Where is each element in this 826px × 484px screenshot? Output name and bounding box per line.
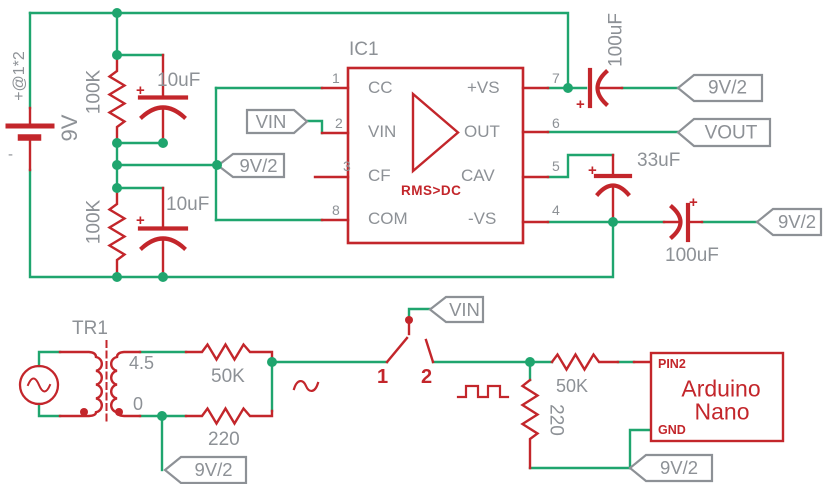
ic1-body: [313, 66, 550, 245]
ic-pin-name-cav: CAV: [461, 166, 495, 185]
transformer-tr1: [58, 340, 142, 426]
ic-pin-num-4: 4: [552, 202, 560, 218]
transformer-tap-bottom-label: 0: [133, 394, 144, 414]
c2-plus-sign: +: [136, 212, 145, 229]
flag-9v2-right: [755, 207, 823, 237]
resistor-100k-top: [107, 53, 127, 145]
flag-vin-ic-text: VIN: [255, 110, 287, 132]
battery-minus-sign: -: [8, 146, 13, 163]
capacitor-100uf-bottom: [662, 202, 704, 243]
resistor-50k-left: [184, 342, 274, 362]
c1-plus-sign: +: [136, 82, 145, 99]
ic-pin-num-3: 3: [343, 158, 351, 174]
arduino-pin2-label: PIN2: [658, 357, 686, 371]
r2-value-label: 100K: [83, 199, 105, 245]
c3-plus-sign: +: [576, 96, 585, 113]
c3-value-label: 100uF: [605, 13, 627, 67]
flag-9v2-midleft: [216, 152, 286, 179]
r4-value-label: 220: [208, 429, 240, 450]
transformer-tap-top-label: 4.5: [129, 353, 155, 373]
flag-9v2-bottomleft-text: 9V/2: [194, 458, 233, 480]
ic-pin-num-1: 1: [332, 70, 340, 86]
r1-value-label: 100K: [83, 69, 105, 115]
battery-name-label: +@1*2: [11, 51, 28, 101]
ic-pin-name-cf: CF: [368, 166, 391, 185]
ac-source-symbol: [18, 364, 60, 406]
flag-vout: [676, 117, 772, 148]
flag-vin-switch-text: VIN: [449, 298, 480, 320]
flag-vin-ic: [245, 108, 309, 135]
c1-value-label: 10uF: [157, 70, 201, 91]
capacitor-100uf-top: [587, 67, 624, 109]
resistor-220-right: [520, 378, 540, 470]
capacitor-33uf: [593, 153, 633, 224]
arduino-gnd-label: GND: [658, 423, 686, 437]
arduino-name-line2: Nano: [694, 398, 750, 425]
c2-value-label: 10uF: [166, 194, 210, 215]
flag-9v2-topright-text: 9V/2: [707, 77, 748, 99]
switch-pole-dot: [405, 316, 413, 324]
flag-9v2-topright: [676, 73, 764, 103]
ic-pin-num-2: 2: [335, 115, 343, 131]
c5-value-label: 100uF: [665, 245, 719, 266]
r6-value-label: 220: [545, 404, 567, 436]
ic-pin-num-8: 8: [332, 202, 340, 218]
c4-plus-sign: +: [588, 162, 597, 179]
c5-plus-sign: +: [689, 194, 698, 211]
flag-9v2-bottomright: [628, 453, 714, 483]
arduino-nano-box: [649, 351, 785, 443]
square-wave-icon: [456, 384, 510, 399]
flag-vin-switch: [428, 295, 485, 324]
transformer-ref-label: TR1: [72, 318, 108, 339]
junction-dots: [112, 8, 618, 421]
battery-symbol: [5, 106, 55, 172]
winding-dot: [80, 408, 88, 416]
r5-value-label: 50K: [556, 376, 589, 396]
battery-value-label: 9V: [57, 114, 82, 142]
flag-9v2-bottomright-text: 9V/2: [659, 456, 699, 478]
flag-9v2-midleft-text: 9V/2: [239, 154, 278, 176]
resistor-100k-bottom: [107, 186, 127, 279]
switch-pos2-label: 2: [421, 366, 433, 388]
ic-pin-name-vsp: +VS: [467, 78, 500, 97]
ic-function-label: RMS>DC: [401, 183, 462, 198]
flag-vout-text: VOUT: [704, 122, 758, 143]
ic-pin-num-6: 6: [552, 115, 560, 131]
net-wires: [28, 11, 759, 472]
selector-switch: [385, 316, 435, 364]
capacitor-10uf-bottom: [137, 186, 189, 279]
flag-9v2-right-text: 9V/2: [777, 210, 817, 232]
resistor-50k-right: [550, 352, 653, 372]
ic-pin-name-out: OUT: [464, 122, 500, 141]
ic-pin-name-vsn: -VS: [468, 209, 497, 228]
net-flags: [163, 73, 823, 484]
ic-pin-num-5: 5: [552, 158, 560, 174]
ic1-ref-label: IC1: [349, 39, 379, 60]
winding-dot: [115, 408, 123, 416]
ic-pin-num-7: 7: [552, 70, 560, 86]
capacitor-10uf-top: [137, 53, 189, 145]
ic-pin-name-com: COM: [368, 209, 408, 228]
ic-pin-name-vin: VIN: [368, 122, 397, 141]
switch-pos1-label: 1: [377, 366, 389, 388]
arduino-name-line1: Arduino: [681, 375, 761, 402]
c4-value-label: 33uF: [637, 150, 681, 171]
opamp-triangle-icon: [411, 91, 460, 174]
resistor-220-left: [184, 406, 274, 426]
sine-wave-icon: [292, 380, 320, 392]
r3-value-label: 50K: [211, 366, 245, 387]
flag-9v2-bottomleft: [163, 455, 248, 484]
ic-pin-name-cc: CC: [368, 78, 393, 97]
